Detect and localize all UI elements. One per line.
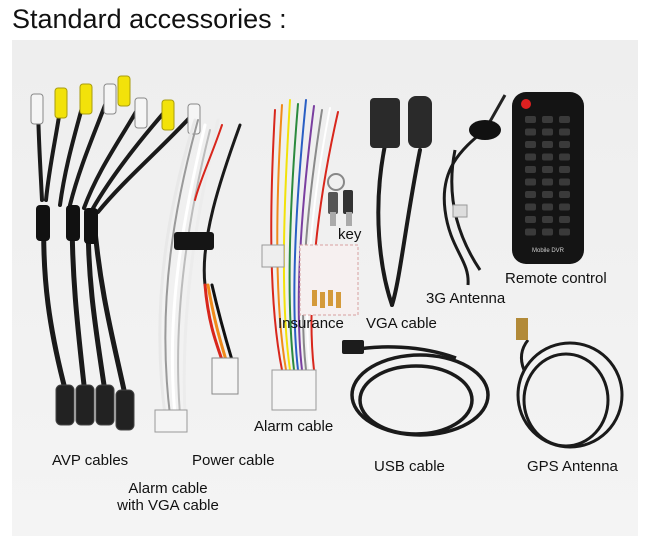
remote-key: [559, 153, 570, 161]
label-usb-cable: USB cable: [374, 458, 445, 475]
alarm-vga-cable-image: [158, 118, 223, 417]
remote-key: [542, 116, 553, 123]
remote-key: [542, 228, 553, 236]
remote-key: [559, 128, 570, 136]
label-power-cable: Power cable: [192, 452, 275, 469]
vga-connector: [370, 98, 400, 148]
aviation-plug: [408, 96, 432, 148]
remote-key: [559, 203, 570, 211]
usb-plug: [342, 340, 364, 354]
remote-key: [559, 166, 570, 173]
remote-key: [525, 166, 536, 173]
remote-key: [525, 116, 536, 123]
remote-key: [525, 203, 536, 211]
label-alarm-cable: Alarm cable: [254, 418, 334, 435]
remote-key: [542, 178, 553, 186]
label-avp-cables: AVP cables: [52, 452, 129, 469]
antenna-base: [469, 120, 501, 140]
vga-cable-image: [376, 143, 422, 307]
label-3g-antenna: 3G Antenna: [426, 290, 506, 307]
alarm-label-tag: [261, 244, 285, 268]
label-alarm-vga-line1: Alarm cable: [128, 480, 208, 497]
remote-key: [542, 191, 553, 198]
remote-key: [559, 228, 570, 236]
remote-model-text: Mobile DVR: [532, 248, 565, 254]
remote-key: [525, 191, 536, 198]
remote-key: [542, 166, 553, 173]
remote-key: [542, 216, 553, 223]
remote-key: [559, 216, 570, 223]
remote-key: [542, 141, 553, 148]
remote-key: [525, 216, 536, 223]
label-remote-control: Remote control: [505, 270, 607, 287]
label-gps-antenna: GPS Antenna: [527, 458, 618, 475]
label-key: key: [338, 226, 362, 243]
avp-ferrites: [36, 205, 98, 244]
remote-key: [525, 141, 536, 148]
label-alarm-vga-cable: Alarm cable with VGA cable: [108, 480, 228, 514]
key-image: [327, 173, 353, 226]
alarm-vga-connector: [154, 409, 188, 433]
remote-key: [559, 191, 570, 198]
remote-key: [525, 228, 536, 236]
remote-key: [559, 178, 570, 186]
label-alarm-vga-line2: with VGA cable: [117, 497, 219, 514]
usb-cable-image: [350, 345, 490, 437]
remote-key: [559, 141, 570, 148]
fuse-holder: [174, 232, 214, 250]
label-insurance: Insurance: [278, 315, 344, 332]
rca-plugs: [30, 75, 201, 135]
label-vga-cable: VGA cable: [366, 315, 437, 332]
gps-connector: [516, 318, 528, 340]
remote-key: [525, 178, 536, 186]
remote-key: [559, 116, 570, 123]
remote-key: [542, 153, 553, 161]
page-title: Standard accessories :: [12, 4, 287, 34]
remote-key: [525, 153, 536, 161]
gps-antenna-image: [516, 339, 624, 449]
insurance-bag-image: [299, 244, 359, 316]
alarm-connector: [271, 369, 317, 411]
aviation-connectors: [55, 384, 135, 431]
remote-buttons: [525, 116, 570, 236]
remote-key: [542, 203, 553, 211]
remote-key: [525, 128, 536, 136]
power-connector: [211, 357, 239, 395]
remote-key: [542, 128, 553, 136]
power-cable-image: [202, 123, 242, 362]
